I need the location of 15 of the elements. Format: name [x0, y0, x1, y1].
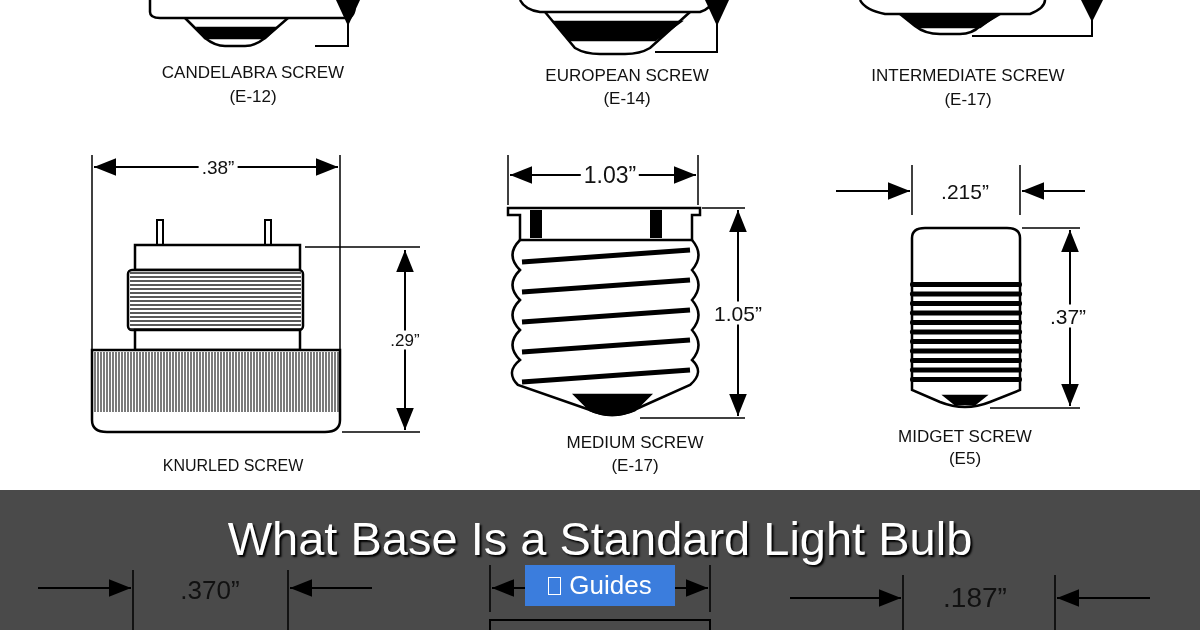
- dimension-label: .215”: [941, 180, 989, 202]
- part-code: (E-17): [944, 90, 992, 108]
- dimension-label: .370”: [180, 577, 240, 603]
- part-code: (E-14): [603, 89, 651, 107]
- part-name: INTERMEDIATE SCREW: [871, 66, 1065, 84]
- dimension-label: .187”: [943, 584, 1007, 612]
- part-name: MIDGET SCREW: [898, 427, 1032, 445]
- part-code: (E-17): [611, 456, 659, 474]
- guides-button: Guides: [525, 565, 675, 606]
- part-code: (E5): [948, 449, 982, 467]
- part-name: KNURLED SCREW: [162, 458, 304, 474]
- part-name: MEDIUM SCREW: [566, 433, 704, 451]
- part-name: EUROPEAN SCREW: [545, 66, 709, 84]
- part-name: CANDELABRA SCREW: [161, 63, 345, 81]
- part-code: (E-12): [229, 87, 277, 105]
